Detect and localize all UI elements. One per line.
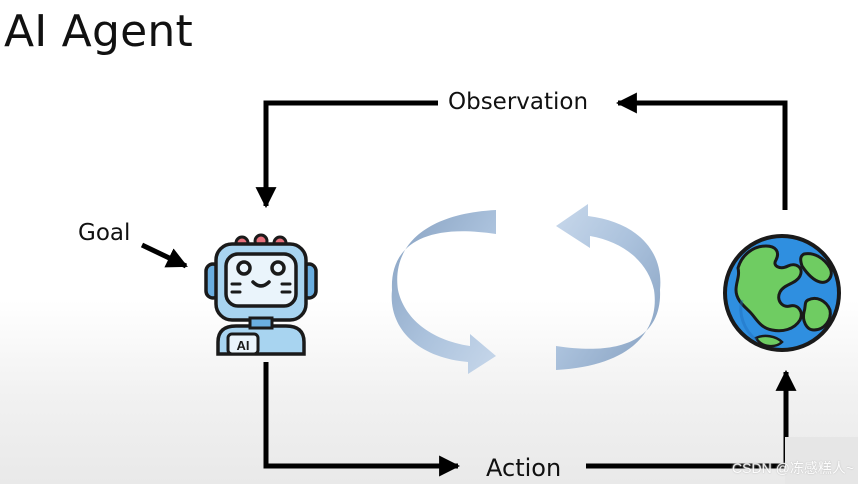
action-arrow	[263, 362, 797, 477]
observation-arrow	[255, 92, 788, 210]
robot-badge-text: AI	[237, 338, 250, 353]
action-label: Action	[486, 454, 562, 482]
slide-title: AI Agent	[4, 6, 193, 57]
watermark-text: CSDN @冻感糕人~	[732, 460, 854, 476]
globe-icon	[723, 234, 841, 352]
goal-label: Goal	[78, 220, 131, 246]
watermark-panel	[785, 437, 858, 484]
circular-arrows-icon	[391, 204, 661, 374]
robot-icon: AI	[204, 233, 318, 356]
observation-label: Observation	[448, 89, 589, 115]
goal-arrow	[140, 242, 188, 269]
